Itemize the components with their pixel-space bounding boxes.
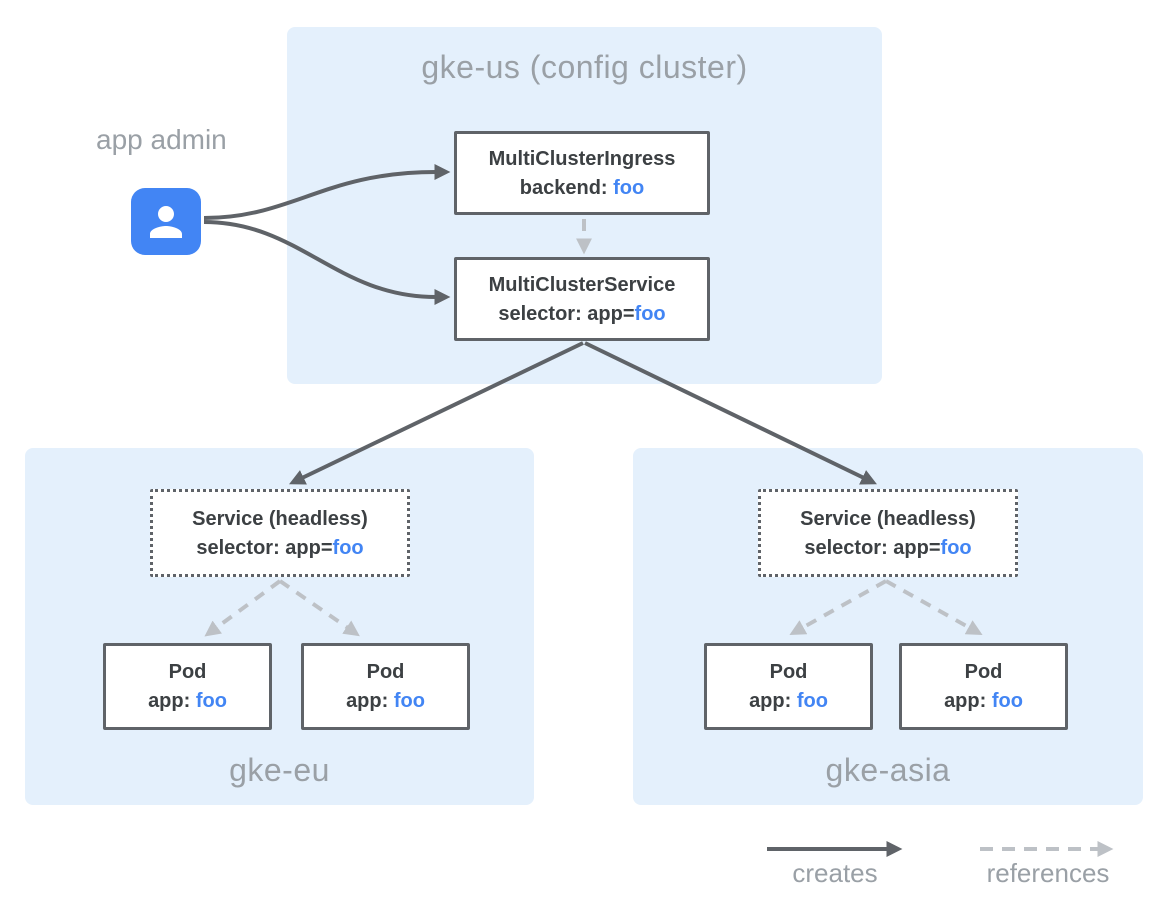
- person-icon: [150, 205, 182, 238]
- node-attr: app: foo: [944, 688, 1023, 714]
- node-title: Pod: [964, 661, 1003, 683]
- node-attr: app: foo: [749, 688, 828, 714]
- legend-creates-label: creates: [792, 858, 878, 888]
- node-title: Service (headless): [800, 507, 976, 530]
- region-gke-eu: Service (headless) selector: app=foo Pod…: [25, 448, 534, 805]
- attr-value: foo: [991, 690, 1023, 712]
- attr-label: backend:: [519, 176, 614, 199]
- node-attr: selector: app=foo: [498, 301, 665, 327]
- attr-value: foo: [613, 176, 645, 199]
- node-service-headless-eu: Service (headless) selector: app=foo: [150, 489, 410, 577]
- node-title: Pod: [769, 661, 808, 683]
- legend-references-label: references: [986, 858, 1110, 888]
- app-admin-avatar: [131, 188, 201, 255]
- attr-label: selector: app=: [498, 302, 635, 325]
- node-attr: app: foo: [148, 688, 227, 714]
- attr-label: selector: app=: [196, 536, 333, 559]
- attr-value: foo: [393, 690, 425, 712]
- node-title: Service (headless): [192, 507, 368, 530]
- node-service-headless-asia: Service (headless) selector: app=foo: [758, 489, 1018, 577]
- attr-value: foo: [634, 302, 666, 325]
- node-pod-asia-2: Pod app: foo: [899, 643, 1068, 730]
- node-attr: selector: app=foo: [804, 535, 971, 561]
- attr-value: foo: [796, 690, 828, 712]
- node-title: Pod: [168, 661, 207, 683]
- node-title: MultiClusterService: [488, 273, 676, 296]
- attr-label: app:: [346, 690, 394, 712]
- node-pod-eu-2: Pod app: foo: [301, 643, 470, 730]
- node-pod-asia-1: Pod app: foo: [704, 643, 873, 730]
- region-title-gke-asia: gke-asia: [825, 752, 951, 788]
- node-pod-eu-1: Pod app: foo: [103, 643, 272, 730]
- node-title: MultiClusterIngress: [488, 147, 676, 170]
- node-attr: backend: foo: [520, 175, 644, 201]
- node-attr: app: foo: [346, 688, 425, 714]
- attr-label: app:: [944, 690, 992, 712]
- region-gke-us: gke-us (config cluster) MultiClusterIngr…: [287, 27, 882, 384]
- attr-value: foo: [940, 536, 972, 559]
- node-title: Pod: [366, 661, 405, 683]
- attr-label: selector: app=: [804, 536, 941, 559]
- attr-label: app:: [749, 690, 797, 712]
- node-attr: selector: app=foo: [196, 535, 363, 561]
- region-title-gke-eu: gke-eu: [229, 752, 330, 788]
- region-gke-asia: Service (headless) selector: app=foo Pod…: [633, 448, 1143, 805]
- region-title-gke-us: gke-us (config cluster): [421, 49, 748, 85]
- attr-value: foo: [332, 536, 364, 559]
- attr-value: foo: [195, 690, 227, 712]
- app-admin-label: app admin: [96, 124, 227, 155]
- node-multiclusterservice: MultiClusterService selector: app=foo: [454, 257, 710, 341]
- node-multiclusteringress: MultiClusterIngress backend: foo: [454, 131, 710, 215]
- attr-label: app:: [148, 690, 196, 712]
